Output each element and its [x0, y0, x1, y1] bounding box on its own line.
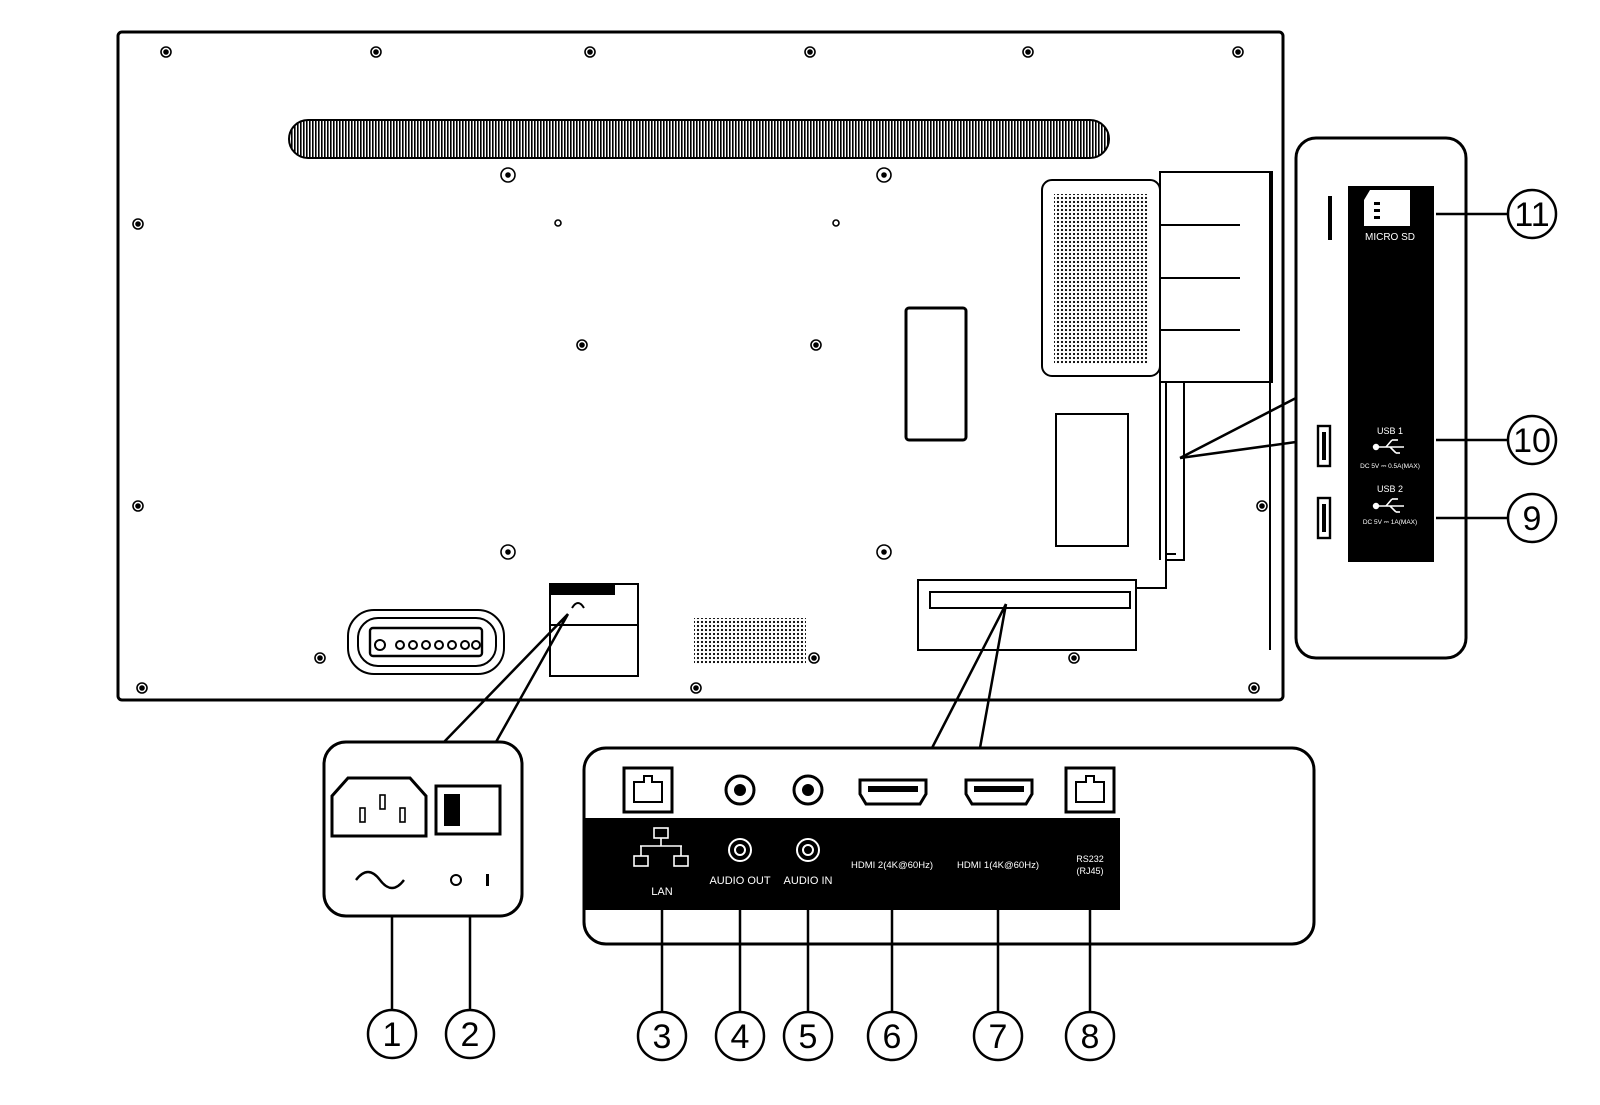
io-zoom-panel: LAN AUDIO OUT AUDIO IN HDMI 2(4K@60Hz) H…: [582, 746, 1316, 946]
svg-text:10: 10: [1513, 422, 1551, 460]
callout-11: 11: [1506, 188, 1558, 240]
callout-3: 3: [636, 1010, 688, 1062]
microsd-label: MICRO SD: [1365, 232, 1415, 243]
connector-bay: [917, 553, 1176, 651]
off-symbol-icon: [450, 874, 462, 886]
usb1-label: USB 1: [1377, 426, 1403, 436]
speaker-grille: [288, 119, 1110, 159]
usb2-icon: [1372, 498, 1404, 513]
usb2-rating: DC 5V ⎓ 1A(MAX): [1363, 519, 1417, 526]
side-pointer: [1179, 396, 1297, 460]
callout-8: 8: [1064, 1010, 1116, 1062]
usb1-icon: [1372, 439, 1404, 454]
power-pointer: [443, 613, 570, 743]
audio-out-symbol-icon: [728, 838, 752, 862]
usb2-label: USB 2: [1377, 484, 1403, 494]
callout-7: 7: [972, 1010, 1024, 1062]
tv-back-body: [116, 30, 1285, 702]
lan-label: LAN: [651, 886, 672, 898]
usb1-rating: DC 5V ⎓ 0.5A(MAX): [1360, 463, 1420, 470]
callout-leaders: [390, 212, 1508, 1012]
ac-symbol-icon: [355, 870, 405, 890]
svg-text:1: 1: [383, 1016, 402, 1054]
svg-text:8: 8: [1081, 1018, 1100, 1056]
svg-text:5: 5: [799, 1018, 818, 1056]
svg-text:3: 3: [653, 1018, 672, 1056]
microsd-icon: [1364, 190, 1410, 226]
lan-port-icon: [622, 766, 674, 814]
hdmi1-label: HDMI 1(4K@60Hz): [957, 860, 1039, 871]
callouts: 1 2 3 4 5 6 7 8: [366, 188, 1558, 1062]
callout-6: 6: [866, 1010, 918, 1062]
rs232-sub-label: (RJ45): [1076, 866, 1103, 876]
callout-4: 4: [714, 1010, 766, 1062]
power-module: [549, 583, 639, 677]
on-symbol-icon: [486, 874, 489, 886]
callout-5: 5: [782, 1010, 834, 1062]
callout-1: 1: [366, 1008, 418, 1060]
right-vent-block: [1041, 171, 1273, 383]
svg-text:9: 9: [1523, 500, 1542, 538]
mid-cover: [904, 306, 968, 442]
side-connector-panel: MICRO SD USB 1 DC 5V ⎓ 0.5A(MAX) USB 2 D…: [1294, 136, 1468, 660]
svg-text:11: 11: [1514, 196, 1549, 234]
callout-10: 10: [1506, 414, 1558, 466]
rs232-port-icon: [1064, 766, 1116, 814]
svg-text:2: 2: [461, 1016, 480, 1054]
hdmi2-label: HDMI 2(4K@60Hz): [851, 860, 933, 871]
svg-text:7: 7: [989, 1018, 1008, 1056]
lan-network-icon: [633, 827, 689, 867]
io-pointer: [930, 603, 1008, 749]
svg-text:6: 6: [883, 1018, 902, 1056]
audio-out-label: AUDIO OUT: [709, 875, 770, 887]
callout-2: 2: [444, 1008, 496, 1060]
svg-text:4: 4: [731, 1018, 750, 1056]
audio-in-symbol-icon: [796, 838, 820, 862]
rear-label-area: [1055, 172, 1271, 650]
rs232-label: RS232: [1076, 854, 1104, 864]
ac-inlet-icon: [330, 776, 428, 838]
bottom-vent: [694, 618, 806, 664]
control-keys-panel: [347, 609, 505, 675]
power-zoom-panel: [322, 740, 524, 918]
callout-9: 9: [1506, 492, 1558, 544]
audio-in-label: AUDIO IN: [784, 875, 833, 887]
